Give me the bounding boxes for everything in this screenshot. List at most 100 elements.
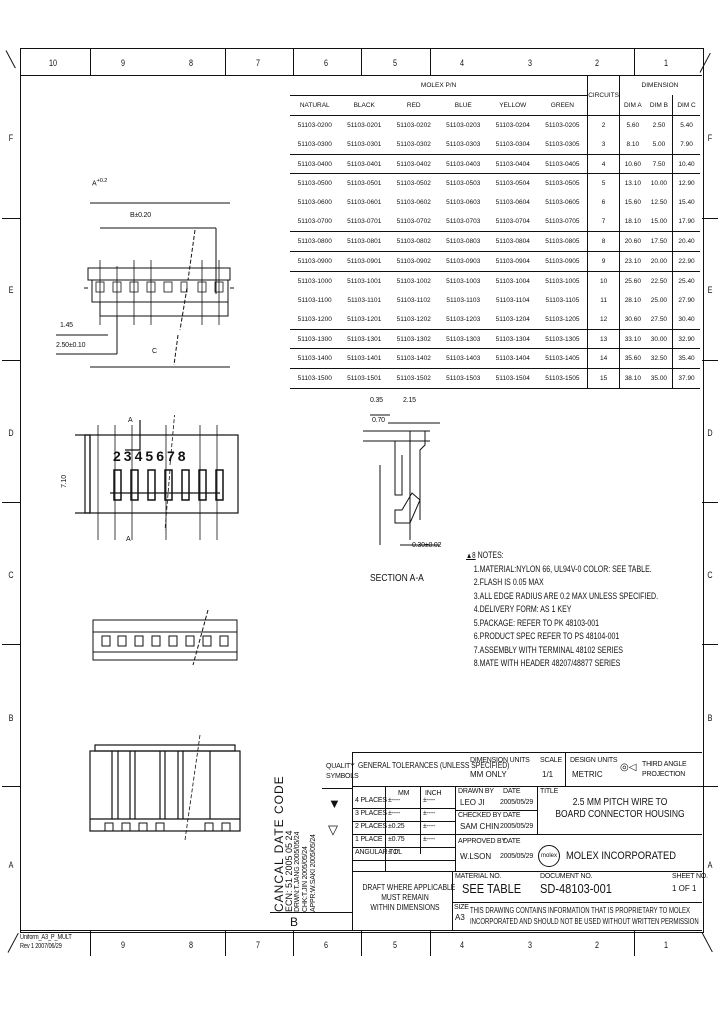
chk-line: CHK:T.JIN 2005/05/24 (302, 846, 309, 912)
tol-row-label: ANGULAR TOL (355, 849, 402, 856)
template-label: Uniform_A3_P_MULT Rev 1 2007/06/29 (20, 934, 72, 950)
section-title: SECTION A-A (370, 573, 424, 584)
dim-b-cell: 22.50 (650, 277, 668, 285)
dim-c-cell: 17.90 (672, 212, 700, 232)
part-number-cell: 51103-0803 (446, 238, 481, 246)
part-number-cell: 51103-0402 (396, 160, 431, 168)
zone-label: 3 (527, 940, 532, 950)
part-number-cell: 51103-0800 (297, 238, 332, 246)
drawn-by-label: DRAWN BY (458, 788, 494, 795)
dim-c-cell: 22.90 (672, 251, 700, 272)
part-number-cell: 51103-1003 (446, 277, 481, 285)
part-number-cell: 51103-1004 (495, 277, 530, 285)
circuits-cell: 10 (587, 271, 620, 291)
part-number-cell: 51103-0702 (396, 218, 431, 226)
document-no-value: SD-48103-001 (540, 881, 612, 896)
part-number-cell: 51103-0503 (446, 180, 481, 188)
quality-symbols-label: QUALITY SYMBOLS (326, 763, 359, 780)
dim-a-cell: 23.10 (624, 257, 641, 265)
company-name: MOLEX INCORPORATED (566, 850, 676, 862)
part-number-cell: 51103-0504 (495, 180, 530, 188)
note-item: 4.DELIVERY FORM: AS 1 KEY (473, 604, 572, 614)
circuits-cell: 7 (587, 212, 620, 232)
projection-label: THIRD ANGLE PROJECTION (642, 761, 687, 778)
section-dim-label: 2.15 (403, 397, 416, 404)
part-number-cell: 51103-1200 (297, 315, 332, 323)
part-number-cell: 51103-1303 (446, 335, 481, 343)
zone-label: 9 (120, 58, 125, 68)
dim-c-cell: 10.40 (672, 154, 700, 174)
part-number-cell: 51103-0805 (537, 231, 589, 252)
part-number-cell: 51103-1203 (446, 315, 481, 323)
part-number-cell: 51103-0200 (297, 121, 332, 129)
tol-row-inch: ±---- (423, 823, 436, 830)
checked-date-value: 2005/05/29 (500, 823, 534, 830)
frame-corner-br (701, 932, 713, 953)
circuits-cell: 14 (587, 348, 620, 369)
bottom-view-drawing (92, 610, 238, 665)
part-number-cell: 51103-0801 (347, 238, 382, 246)
proprietary-notice: THIS DRAWING CONTAINS INFORMATION THAT I… (470, 906, 699, 926)
dim-b-cell: 25.00 (650, 296, 668, 304)
zone-label: 7 (255, 940, 260, 950)
zone-label: 2 (594, 58, 599, 68)
part-number-table: MOLEX P/N CIRCUITS DIMENSION NATURAL BLA… (290, 76, 700, 389)
dim-c-cell: 30.40 (672, 309, 700, 330)
zone-strip-top (20, 48, 702, 76)
dim-a-cell: 38.10 (624, 375, 641, 383)
general-tolerances: GENERAL TOLERANCES (UNLESS SPECIFIED) (358, 761, 510, 770)
dim-c-cell: 35.40 (672, 348, 700, 369)
checked-by-value: SAM CHIN (460, 822, 500, 831)
part-number-cell: 51103-0400 (297, 160, 332, 168)
notes-title: ▲8 NOTES: (466, 550, 504, 560)
part-number-cell: 51103-1504 (495, 375, 530, 383)
tol-row-mm: ±---- (388, 797, 401, 804)
part-number-cell: 51103-1500 (297, 375, 332, 383)
part-number-cell: 51103-0404 (495, 160, 530, 168)
part-number-cell: 51103-1105 (537, 290, 589, 310)
part-number-cell: 51103-1405 (537, 348, 589, 369)
part-number-cell: 51103-0900 (297, 257, 332, 265)
dim-a-cell: 15.60 (624, 199, 641, 207)
dim-a-cell: 35.60 (624, 355, 641, 363)
part-number-cell: 51103-0304 (495, 140, 530, 148)
tol-row-inch: ±---- (423, 810, 436, 817)
frame-corner-bl (7, 932, 19, 953)
tol-row-mm: ±0.25 (388, 823, 405, 830)
part-number-cell: 51103-1503 (446, 375, 481, 383)
zone-label: 8 (188, 940, 193, 950)
dim-a-cell: 33.10 (624, 335, 641, 343)
part-number-cell: 51103-1403 (446, 355, 481, 363)
dim-a-cell: 13.10 (624, 180, 641, 188)
part-number-cell: 51103-0501 (347, 180, 382, 188)
zone-label: 9 (120, 940, 125, 950)
part-number-cell: 51103-0903 (446, 257, 481, 265)
part-number-cell: 51103-0701 (347, 218, 382, 226)
part-number-cell: 51103-0905 (537, 251, 589, 272)
projection-icon: ◎◁ (620, 762, 637, 773)
part-number-cell: 51103-0301 (347, 140, 382, 148)
dim-c-label: C (152, 348, 157, 355)
zone-label-left: C (8, 570, 14, 580)
note-item: 8.MATE WITH HEADER 48207/48877 SERIES (473, 658, 621, 668)
circuits-cell: 8 (587, 231, 620, 252)
dim-b-cell: 15.00 (650, 218, 668, 226)
part-number-cell: 51103-0602 (396, 199, 431, 207)
scale-label: SCALE (540, 757, 562, 764)
quality-symbol-filled-icon: ▼ (328, 796, 341, 811)
frame-corner-tl (5, 50, 16, 69)
note-item: 2.FLASH IS 0.05 MAX (473, 577, 544, 587)
part-number-cell: 51103-1402 (396, 355, 431, 363)
scale-value: 1/1 (542, 770, 554, 779)
part-number-cell: 51103-1102 (396, 296, 431, 304)
dim-c-cell: 25.40 (672, 271, 700, 291)
dim-a-cell: 18.10 (624, 218, 641, 226)
part-number-cell: 51103-1104 (495, 296, 530, 304)
